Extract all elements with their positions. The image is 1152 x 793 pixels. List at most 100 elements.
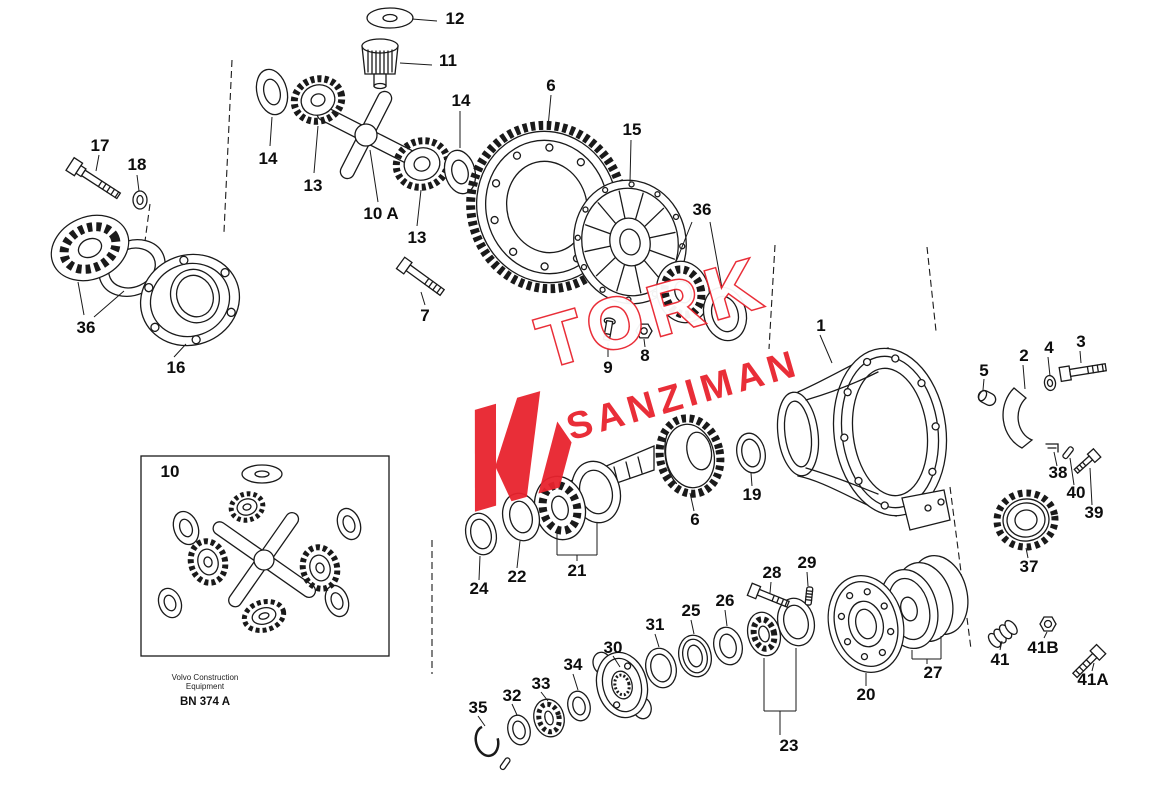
callout-29: 29 [798,553,817,572]
part-39-bolt [1073,447,1102,475]
part-30-flange-yoke [592,651,652,720]
part-27-disc-set [879,554,969,650]
construction-lines [142,59,972,674]
callout-36-left: 36 [77,318,96,337]
callout-33: 33 [532,674,551,693]
footer-doc-code: BN 374 A [180,696,230,708]
part-20-flange [827,574,905,674]
callout-4: 4 [1044,338,1054,357]
callout-41a: 41A [1077,670,1108,689]
callout-30: 30 [604,638,623,657]
part-41a-bolt [1071,643,1107,679]
inset-box [140,455,390,657]
callout-40: 40 [1067,483,1086,502]
part-19-spacer [736,432,766,474]
part-1-housing [776,347,951,531]
callout-32: 32 [503,686,522,705]
callout-31: 31 [646,615,665,634]
callout-23: 23 [780,736,799,755]
callout-14-right: 14 [452,91,471,110]
part-13-bevel-gear-right [392,137,452,191]
callout-24: 24 [470,579,489,598]
callout-12: 12 [446,9,465,28]
callout-7: 7 [420,306,429,325]
part-13-bevel-gear-left [290,75,346,125]
callout-22: 22 [508,567,527,586]
callout-18: 18 [128,155,147,174]
part-15-diff-carrier [573,179,687,305]
callout-26: 26 [716,591,735,610]
callout-16: 16 [167,358,186,377]
callout-10-inset: 10 [161,462,180,481]
part-11-drive-gear [361,38,399,90]
part-pin-small [499,757,511,771]
part-37-ring-nut [993,489,1059,551]
callout-15: 15 [623,120,642,139]
part-9-bolt [602,317,616,342]
callout-25: 25 [682,601,701,620]
part-5-pin [977,389,997,407]
part-24-ring [464,512,498,556]
part-40-pin [1062,446,1074,460]
part-41b-nut [1039,616,1057,632]
part-28-bolt [746,582,790,608]
part-22-washer [501,492,541,542]
callout-2: 2 [1019,346,1028,365]
footer-publisher-line2: Equipment [186,682,225,691]
callout-11: 11 [439,51,457,70]
part-26-washer [713,626,743,666]
callout-35: 35 [469,698,488,717]
part-31-ring [645,647,677,689]
callout-41b: 41B [1027,638,1058,657]
callout-1: 1 [816,316,825,335]
callout-14-left: 14 [259,149,278,168]
watermark-logo [474,391,572,512]
part-3-bolt [1058,363,1107,383]
leader-lines [77,18,1095,735]
part-32-washer [507,714,531,746]
part-34-washer [567,690,591,722]
part-4-washer [1043,374,1057,392]
callout-3: 3 [1076,332,1085,351]
part-38-clip [1045,443,1059,453]
callout-labels: 12 11 14 13 10 A 14 13 6 15 36 17 18 36 … [77,9,1109,755]
callout-8: 8 [640,346,649,365]
part-36-bearing-right [655,260,748,342]
callout-21: 21 [568,561,587,580]
callout-28: 28 [763,563,782,582]
callout-9: 9 [603,358,612,377]
part-33-bearing [533,698,565,738]
callout-27: 27 [924,663,943,682]
part-21-bearing [533,460,622,541]
footer: Volvo Construction Equipment BN 374 A [172,673,239,708]
part-35-circlip [474,724,500,758]
part-23-bearing-set [746,597,816,657]
callout-6-pinion: 6 [690,510,699,529]
part-14-thrust-washer-right [443,149,477,195]
part-12-washer [366,7,414,29]
part-16-diff-case [139,253,241,347]
part-10a-spider-cross [316,90,416,180]
callout-5: 5 [979,361,988,380]
callout-19: 19 [743,485,762,504]
callout-34: 34 [564,655,583,674]
callout-20: 20 [857,685,876,704]
part-7-bolt [395,256,446,297]
callout-36-right: 36 [693,200,712,219]
callout-6-crown-wheel: 6 [546,76,555,95]
callout-10a: 10 A [363,204,398,223]
callout-41: 41 [991,650,1010,669]
part-17-bolt [65,156,122,200]
part-18-washer [132,190,148,210]
callout-13-left: 13 [304,176,323,195]
footer-publisher-line1: Volvo Construction [172,673,239,682]
callout-13-right: 13 [408,228,427,247]
part-41-spring [987,619,1018,648]
callout-37: 37 [1020,557,1039,576]
part-2-lock-plate [1002,387,1034,449]
callout-39: 39 [1085,503,1104,522]
callout-17: 17 [91,136,110,155]
part-8-nut [635,323,653,339]
